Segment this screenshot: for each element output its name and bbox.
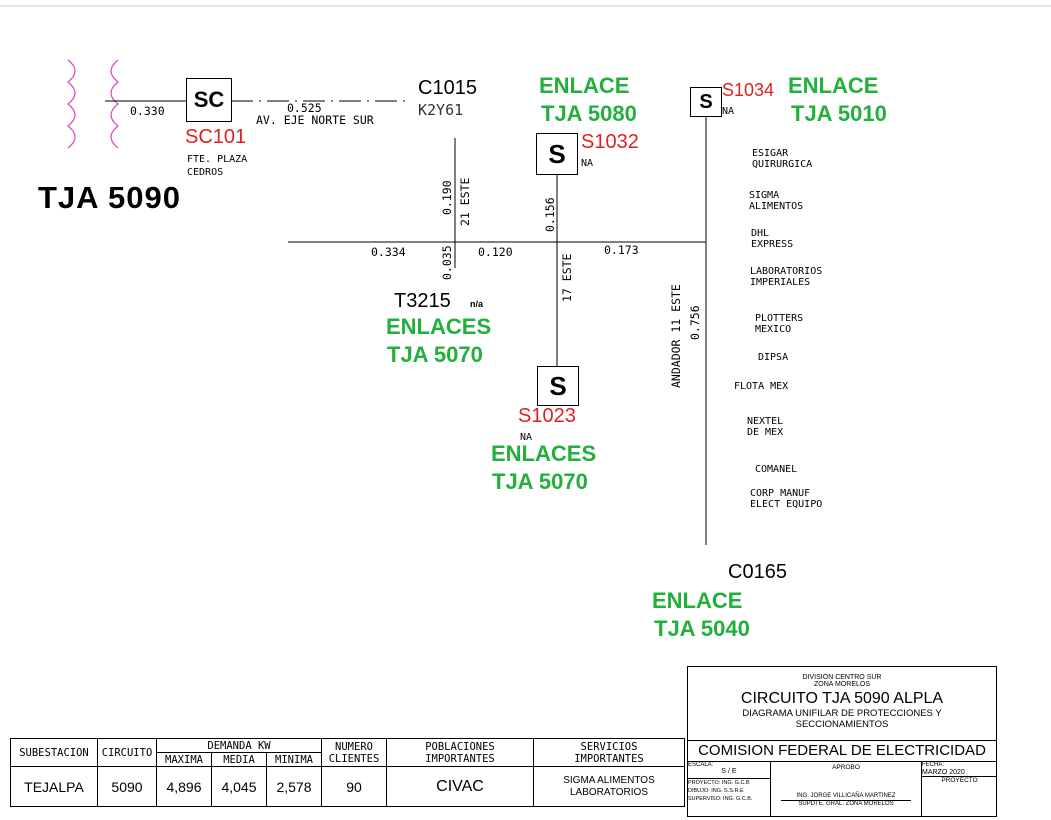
sc-location-1: FTE. PLAZA	[187, 154, 248, 165]
distance-label: 0.120	[478, 245, 513, 259]
t3215-id: T3215	[394, 290, 451, 312]
value-poblaciones: CIVAC	[386, 766, 534, 807]
sectionalizer-s1034-box: S	[690, 87, 722, 117]
branch-21-street: 21 ESTE	[458, 177, 472, 226]
value-media: 4,045	[211, 766, 267, 807]
s1034-state: NA	[722, 106, 735, 117]
value-clientes: 90	[321, 766, 387, 807]
customer-label: FLOTA MEX	[734, 381, 789, 392]
sc-id: SC101	[185, 126, 247, 148]
branch-21-distance: 0.190	[440, 180, 454, 215]
enlace-5080-line2: TJA 5080	[541, 101, 637, 126]
value-minima: 2,578	[266, 766, 322, 807]
andador-street: ANDADOR 11 ESTE	[669, 284, 683, 388]
c0165-enlace-line1: ENLACE	[652, 588, 743, 613]
enlace-5010-line2: TJA 5010	[791, 101, 887, 126]
sc-location-2: CEDROS	[187, 167, 224, 178]
value-subestacion: TEJALPA	[10, 766, 98, 807]
transformer-symbol	[67, 59, 119, 149]
t3215-enlace-line1: ENLACES	[386, 314, 492, 339]
customer-label: DIPSA	[758, 352, 789, 363]
c0165-enlace-line2: TJA 5040	[654, 616, 750, 641]
title-block: DIVISION CENTRO SUR ZONA MORELOS CIRCUIT…	[687, 666, 997, 817]
street-label: AV. EJE NORTE SUR	[256, 113, 374, 127]
title-block-title: CIRCUITO TJA 5090 ALPLA	[740, 690, 944, 707]
branch-17-top-distance: 0.156	[543, 197, 557, 232]
circuit-title: TJA 5090	[38, 180, 181, 215]
enlace-5080-line1: ENLACE	[539, 73, 630, 98]
c1015-id: C1015	[418, 77, 477, 99]
distance-label: 0.334	[371, 245, 406, 259]
value-circuito: 5090	[97, 766, 157, 807]
distance-label: 0.173	[604, 243, 639, 257]
sectionalizer-s1023-box: S	[537, 366, 579, 406]
company-name: COMISION FEDERAL DE ELECTRICIDAD	[688, 741, 996, 762]
t3215-enlace-line2: TJA 5070	[387, 342, 483, 367]
s1023-id: S1023	[518, 405, 576, 427]
sectionalizer-s1032-box: S	[536, 133, 578, 175]
s1023-enlace-line1: ENLACES	[491, 441, 597, 466]
t3215-state: n/a	[470, 299, 484, 309]
s1023-enlace-line2: TJA 5070	[492, 469, 588, 494]
branch-17-street: 17 ESTE	[560, 253, 574, 302]
s1032-state: NA	[581, 158, 594, 169]
value-maxima: 4,896	[156, 766, 212, 807]
customer-label: COMANEL	[755, 464, 798, 475]
c0165-id: C0165	[728, 561, 787, 583]
sectionalizer-sc-box: SC	[186, 78, 232, 122]
enlace-5010-line1: ENLACE	[788, 73, 879, 98]
distance-label: 0.330	[130, 104, 165, 118]
s1034-id: S1034	[722, 80, 775, 100]
distance-label: 0.525	[287, 101, 322, 115]
s1032-id: S1032	[581, 131, 639, 153]
andador-distance: 0.756	[688, 305, 702, 340]
distance-label: 0.035	[440, 245, 454, 280]
s1023-state: NA	[520, 432, 533, 443]
c1015-code: K2Y61	[418, 101, 464, 119]
